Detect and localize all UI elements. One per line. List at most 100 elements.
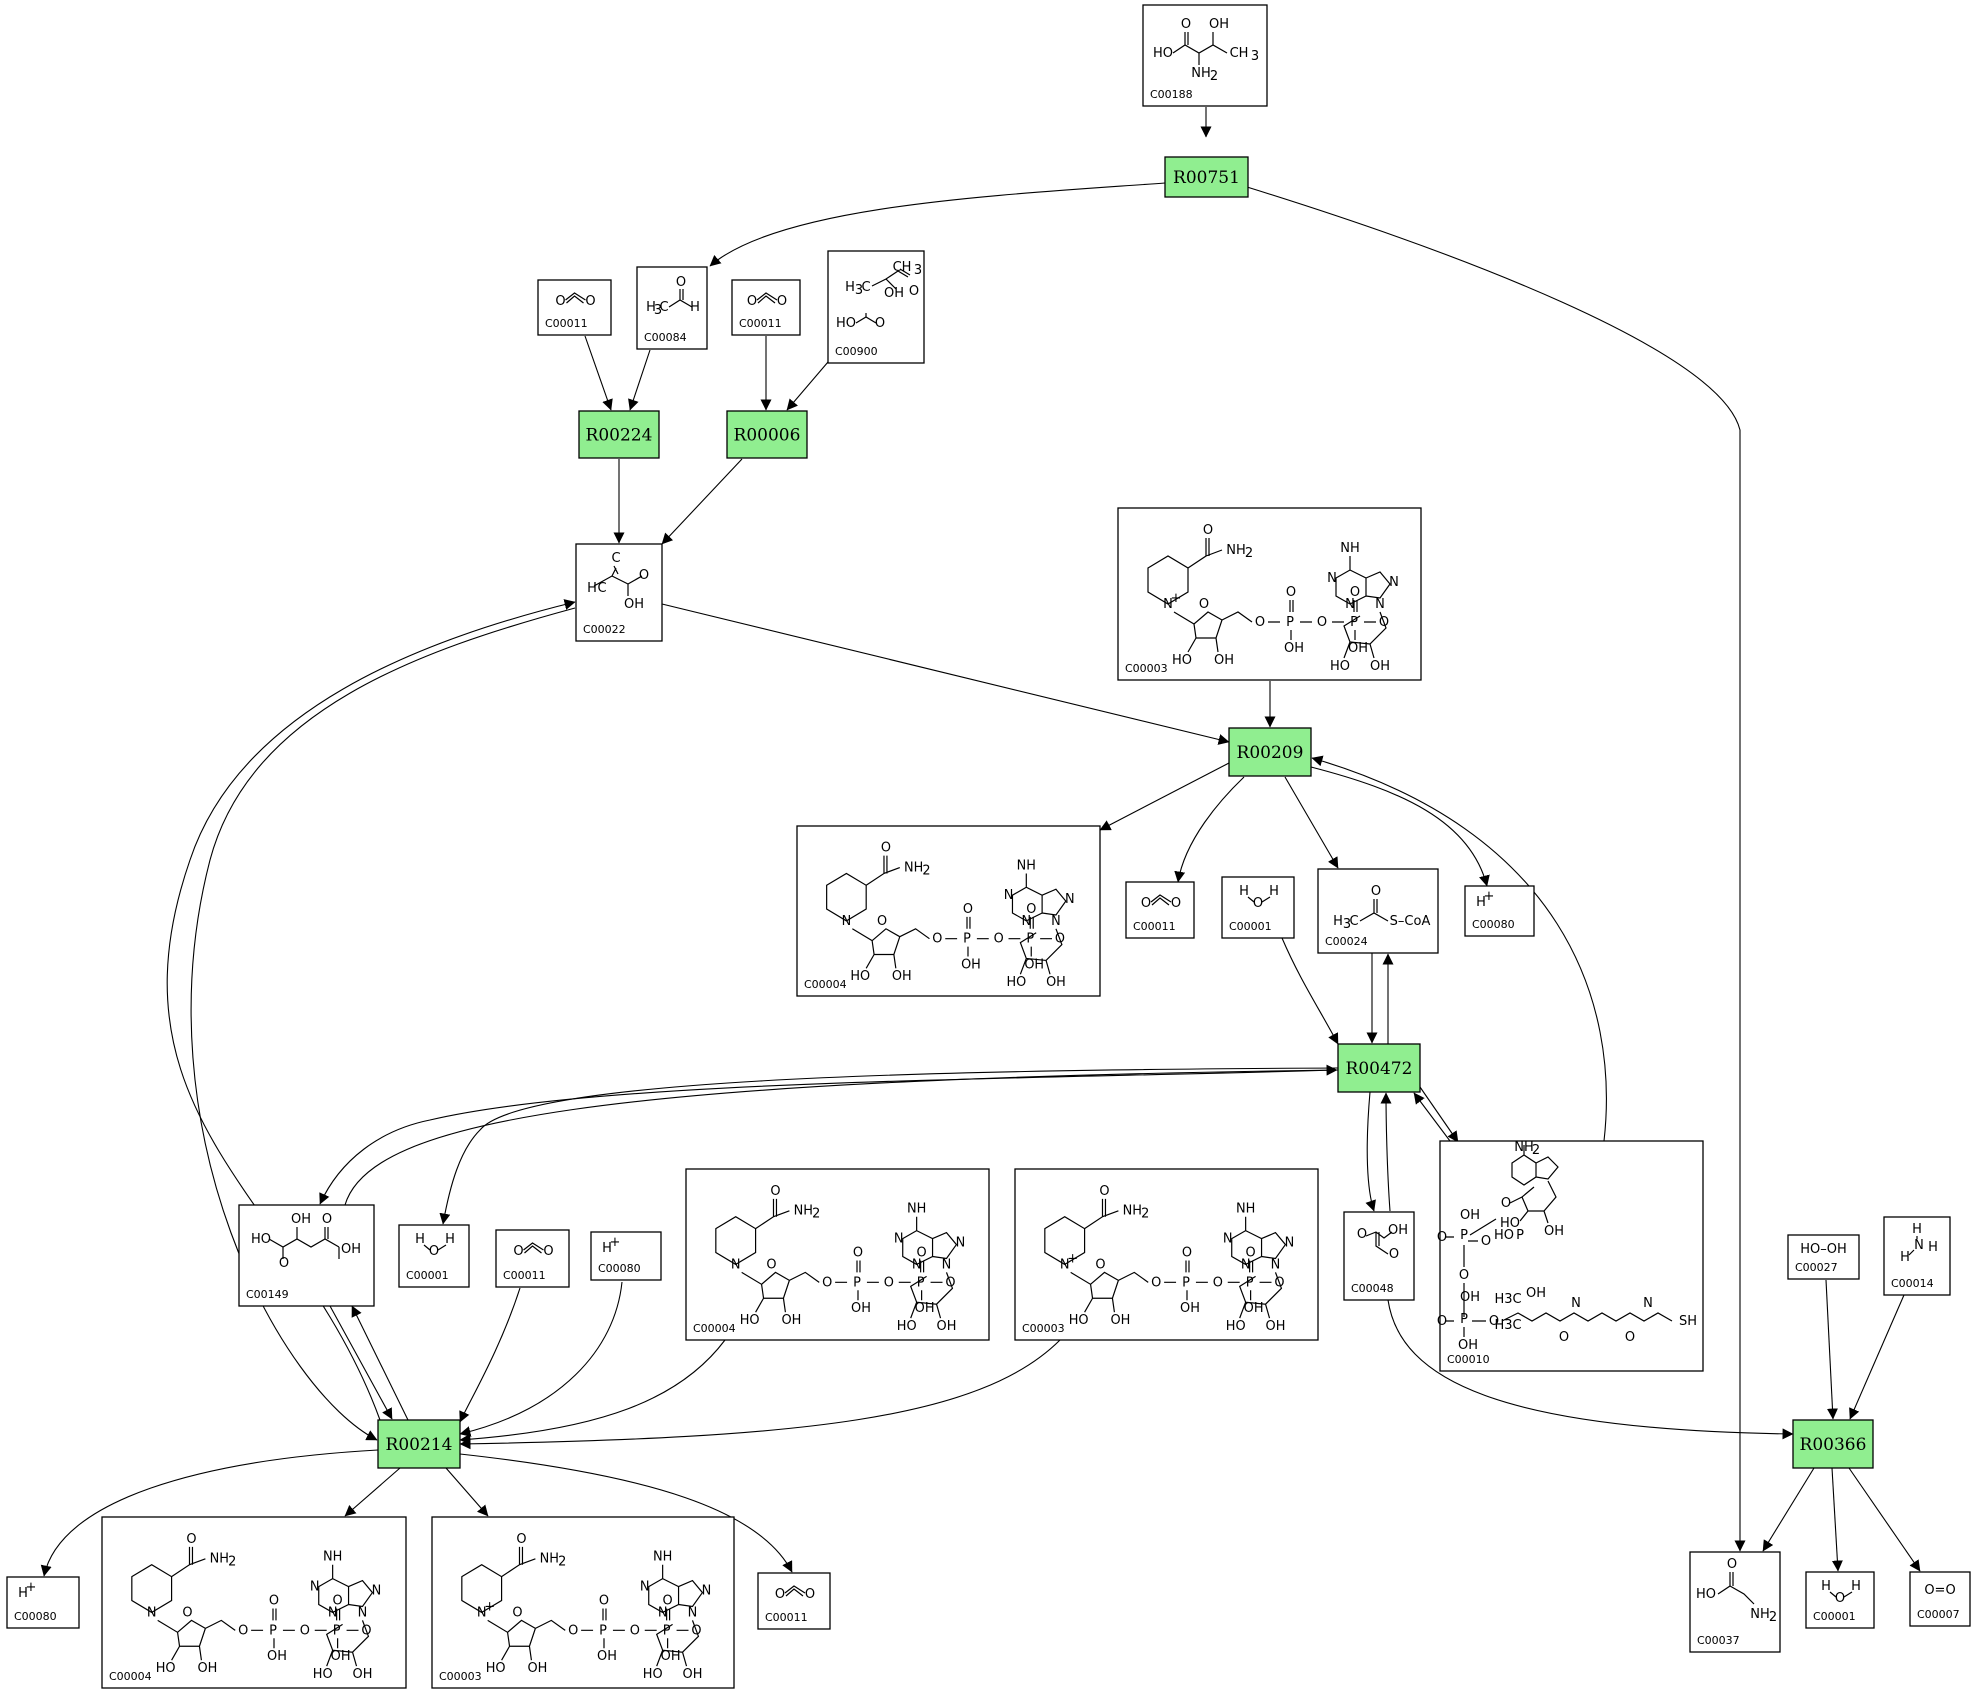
reaction-node-r00209[interactable]: R00209	[1228, 727, 1312, 777]
compound-box	[636, 266, 708, 350]
reaction-node-r00751[interactable]: R00751	[1164, 156, 1249, 198]
oxygen-atom: O	[512, 1605, 522, 1620]
nitrogen-atom: N	[956, 1236, 966, 1251]
oxygen-atom: O	[1253, 896, 1263, 911]
reaction-node-r00472[interactable]: R00472	[1337, 1043, 1421, 1093]
atom-subscript: 2	[922, 863, 930, 878]
oxygen-atom: O	[775, 1587, 785, 1602]
edge-37	[344, 1467, 401, 1517]
atom-subscript: 2	[1245, 546, 1253, 561]
hydroxyl-group: OH	[1046, 975, 1066, 990]
nitrogen-atom: N	[1271, 1257, 1281, 1272]
reaction-node-r00214[interactable]: R00214	[377, 1419, 461, 1469]
hydroxyl-group: HO	[850, 969, 870, 984]
compound-box	[827, 250, 925, 364]
compound-box	[1439, 1140, 1704, 1372]
reaction-node-r00366[interactable]: R00366	[1792, 1419, 1874, 1469]
edge-42	[1762, 1467, 1815, 1552]
oxygen-atom: O	[1481, 1234, 1491, 1249]
atom-subscript: 2	[1141, 1207, 1149, 1222]
amino-group: NH	[1340, 541, 1360, 556]
compound-node-c00080[interactable]: H+C00080	[1464, 885, 1535, 937]
compound-node-c00080[interactable]: H+C00080	[590, 1231, 662, 1281]
hydroxyl-group: HO	[1007, 975, 1027, 990]
hydroxyl-group: OH	[267, 1649, 287, 1664]
hydroxyl-group: OH	[1460, 1290, 1480, 1305]
oxygen-atom: O	[884, 1275, 894, 1290]
edge-29	[190, 607, 576, 1441]
amide-group: NH	[1123, 1204, 1142, 1219]
reaction-node-r00224[interactable]: R00224	[578, 410, 660, 459]
nitrogen-atom: N	[477, 1605, 487, 1620]
compound-box	[685, 1168, 990, 1341]
reaction-id-label: R00214	[386, 1435, 453, 1455]
compound-id-label: C00027	[1795, 1261, 1838, 1274]
hydroxyl-group: HO	[156, 1661, 176, 1676]
oxygen-atom: O	[1026, 902, 1036, 917]
compound-node-c00080[interactable]: H+C00080	[6, 1576, 80, 1629]
bond-line	[902, 1216, 958, 1266]
oxygen-atom: O	[1213, 1275, 1223, 1290]
oxygen-atom: O	[516, 1532, 526, 1547]
oxygen-atom: O	[1489, 1314, 1499, 1329]
atom-subscript: 3	[914, 263, 922, 278]
oxygen-atom: O	[1151, 1275, 1161, 1290]
compound-box	[1689, 1551, 1781, 1653]
nitrogen-atom: N	[1389, 575, 1399, 590]
compound-id-label: C00048	[1351, 1282, 1394, 1295]
phosphorus-atom: P	[1350, 615, 1358, 630]
compound-box	[590, 1231, 662, 1281]
compound-box	[731, 279, 801, 336]
compound-box	[1787, 1234, 1860, 1280]
amide-group: NH	[210, 1552, 229, 1567]
compound-box	[1125, 881, 1195, 939]
bond-line	[826, 855, 900, 922]
compound-box	[757, 1572, 831, 1630]
hydroxyl-group: OH	[915, 1301, 935, 1316]
atom-subscript: 3	[855, 283, 863, 298]
compound-box	[101, 1516, 407, 1689]
hydrogen-atom: H	[1912, 1222, 1922, 1237]
reaction-node-r00006[interactable]: R00006	[726, 410, 808, 459]
bond-line	[855, 313, 877, 324]
phosphorus-atom: P	[663, 1623, 671, 1638]
oxygen-atom: O	[1625, 1330, 1635, 1345]
bond-line	[1173, 611, 1253, 653]
edge-39	[459, 1453, 793, 1573]
amino-group: NH	[1017, 858, 1036, 873]
phosphorus-atom: P	[1460, 1228, 1468, 1243]
oxygen-atom: O	[1437, 1230, 1447, 1245]
compound-box	[1883, 1216, 1951, 1296]
